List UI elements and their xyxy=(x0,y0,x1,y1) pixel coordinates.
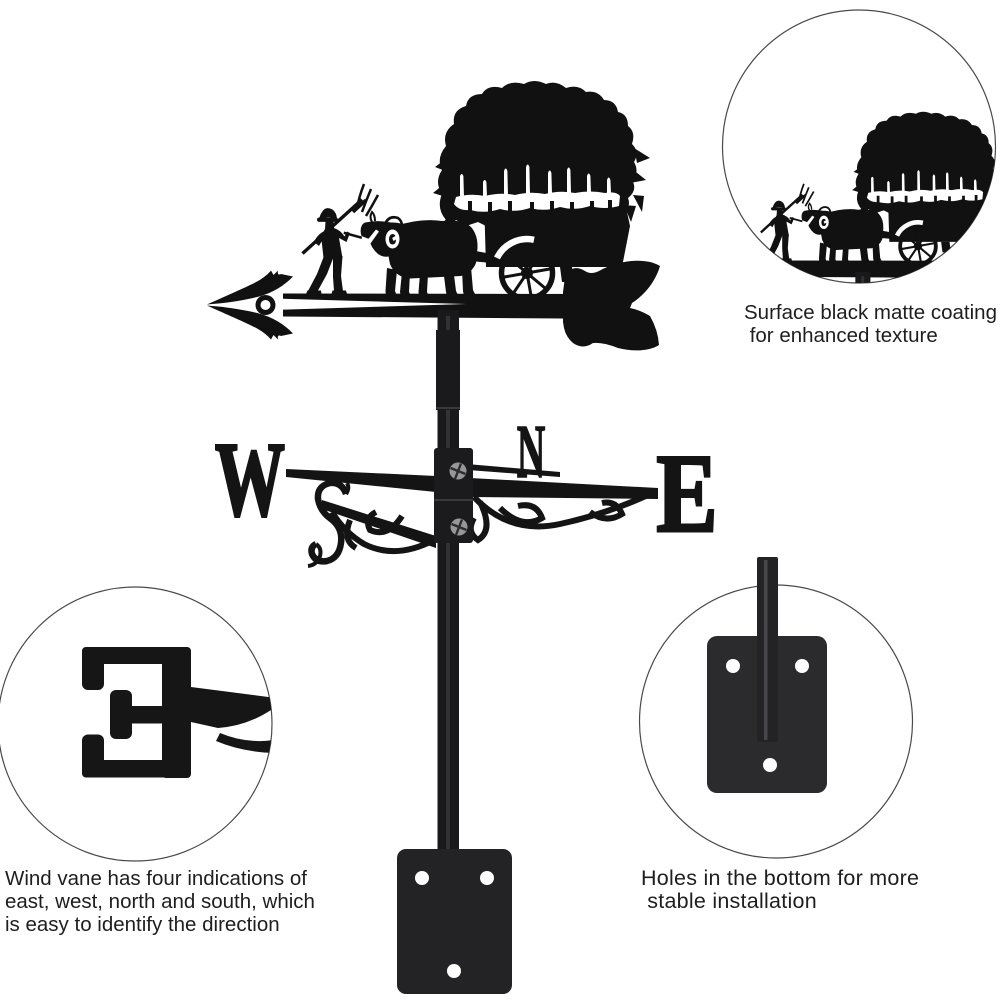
svg-text:E: E xyxy=(656,433,717,557)
svg-text:W: W xyxy=(215,422,285,539)
svg-text:N: N xyxy=(517,411,546,495)
